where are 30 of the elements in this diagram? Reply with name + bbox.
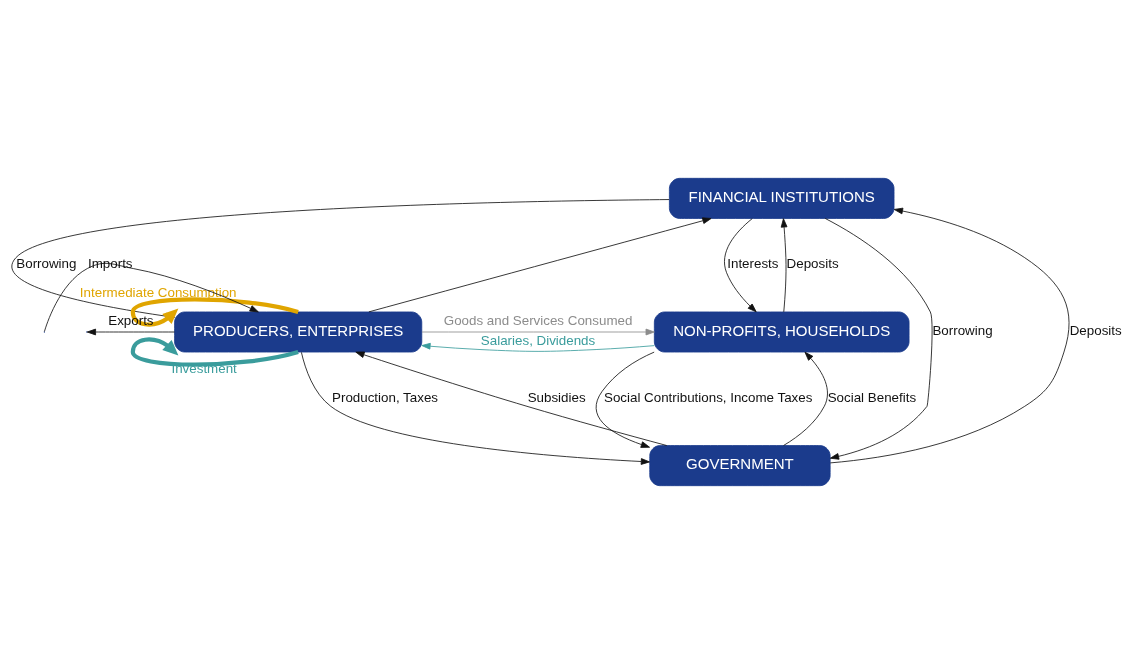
arrow <box>783 351 828 446</box>
arrow <box>421 342 655 352</box>
arrow <box>355 351 668 446</box>
arrow <box>368 217 712 313</box>
arrow <box>86 328 175 336</box>
arrow <box>724 218 757 313</box>
arrow <box>421 328 655 336</box>
node-box: FINANCIAL INSTITUTIONS <box>668 177 895 219</box>
edge-label: Interests <box>727 256 779 272</box>
arrow <box>130 297 299 327</box>
arrow <box>130 337 299 367</box>
arrow <box>780 218 788 313</box>
edge-label: Borrowing <box>932 323 993 339</box>
edge-label: Production, Taxes <box>332 389 438 405</box>
arrow <box>44 262 259 332</box>
edge-label: Salaries, Dividends <box>480 333 596 349</box>
edge-label: Deposits <box>1069 323 1122 339</box>
edge-label: Goods and Services Consumed <box>443 313 633 329</box>
edge-label: Social Contributions, Income Taxes <box>604 389 813 405</box>
edge-label: Social Benefits <box>827 389 917 405</box>
arrow <box>595 351 655 448</box>
node-box: NON-PROFITS, HOUSEHOLDS <box>653 311 910 353</box>
edge-label: Borrowing <box>16 256 77 272</box>
edge-label: Subsidies <box>527 389 586 405</box>
node-box: PRODUCERS, ENTERPRISES <box>174 311 423 353</box>
edge-label: Deposits <box>786 256 839 272</box>
arrow <box>829 207 1070 464</box>
arrow <box>824 218 933 460</box>
arrow <box>301 351 650 465</box>
node-box: GOVERNMENT <box>649 445 831 487</box>
